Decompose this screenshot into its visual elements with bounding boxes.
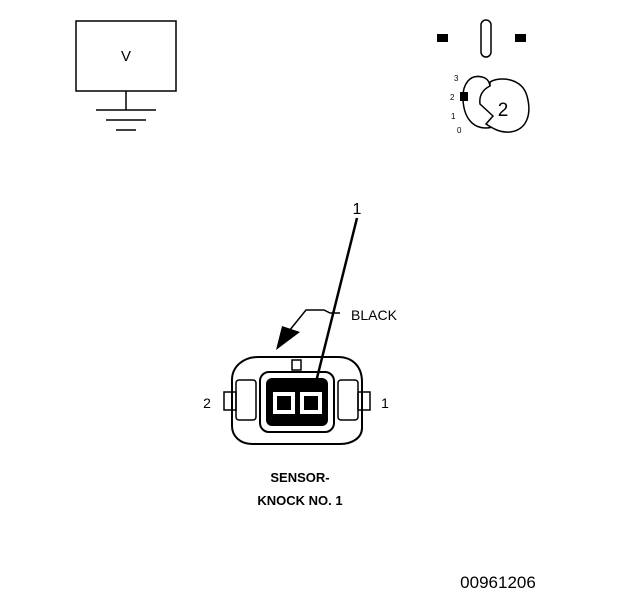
ignition-selected-marker [460, 92, 468, 101]
latch-left-tab [223, 391, 237, 411]
key-slot-marker-right [515, 34, 526, 42]
key-slot-marker-left [437, 34, 448, 42]
ignition-position-2: 2 [450, 93, 455, 102]
pin-label-left: 2 [203, 395, 211, 411]
latch-left [235, 379, 257, 421]
figure-id: 00961206 [460, 573, 536, 592]
connector-housing [231, 356, 363, 445]
latch-right-tab [357, 391, 371, 411]
component-name-line1: SENSOR- [270, 470, 329, 485]
key-slot-icon [480, 19, 492, 58]
ignition-position-3: 3 [454, 74, 459, 83]
color-label-leader [284, 309, 340, 337]
ignition-switch: 3 2 1 0 2 [437, 19, 530, 135]
voltmeter-box [75, 20, 177, 92]
component-name-line2: KNOCK NO. 1 [257, 493, 342, 508]
ignition-position-0: 0 [457, 126, 462, 135]
latch-right [337, 379, 359, 421]
callout-number: 1 [353, 201, 362, 218]
pin-label-right: 1 [381, 395, 389, 411]
terminal-pin-right [304, 396, 318, 410]
terminal-pin-left [277, 396, 291, 410]
key-head-front [479, 78, 530, 133]
voltmeter: V [75, 20, 177, 131]
ground-icon [96, 109, 156, 131]
ignition-position-1: 1 [451, 112, 456, 121]
connector-face [223, 356, 371, 445]
connector-color-label: BLACK [351, 307, 398, 323]
connector-inner-frame [259, 371, 335, 433]
key-icon [462, 75, 530, 133]
connector-key-tab [291, 359, 302, 371]
ignition-selected-position: 2 [498, 100, 509, 121]
pointer-arrow-icon [276, 326, 300, 350]
callout-leader [311, 217, 359, 395]
voltmeter-symbol: V [121, 48, 131, 65]
